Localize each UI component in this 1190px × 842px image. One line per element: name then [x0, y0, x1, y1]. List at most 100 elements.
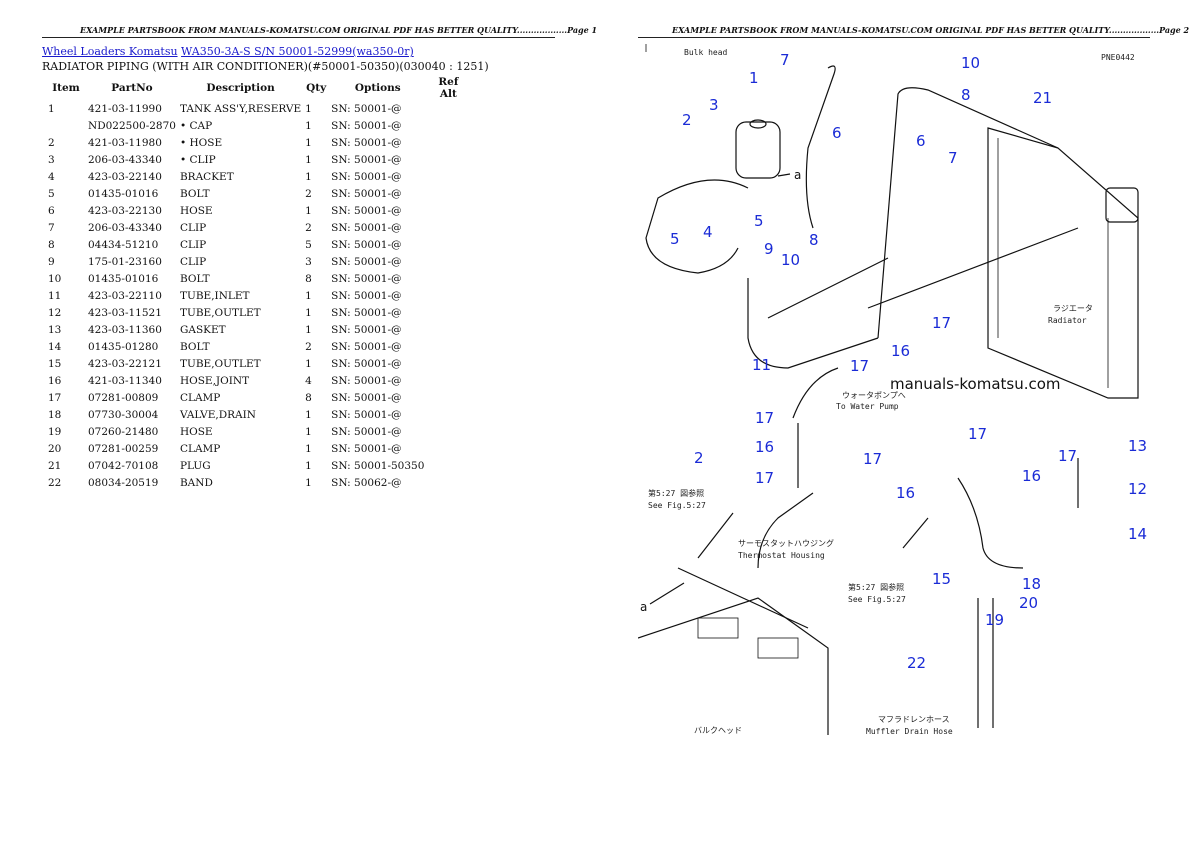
callout-6a: 6	[832, 124, 842, 142]
cell-description: HOSE,JOINT	[179, 374, 250, 387]
cell-item: 6	[48, 204, 55, 217]
cell-partno: 423-03-22140	[88, 170, 162, 183]
cell-ref-alt	[426, 117, 470, 134]
cell-qty: 1	[305, 476, 312, 489]
see-fig-label-en-2: See Fig.5:27	[848, 595, 906, 604]
cell-item: 21	[48, 459, 62, 472]
callout-16d: 16	[1022, 467, 1041, 485]
ref-a-bottom-arrow	[649, 582, 685, 605]
cell-item: 15	[48, 357, 62, 370]
cell-description: GASKET	[179, 323, 226, 336]
cell-item: 14	[48, 340, 62, 353]
cell-item: 9	[48, 255, 55, 268]
cell-partno: ND022500-2870	[88, 119, 176, 132]
thermostat-label-en: Thermostat Housing	[738, 551, 825, 560]
cell-options: SN: 50001-@	[331, 357, 402, 370]
cell-qty: 8	[305, 391, 312, 404]
cell-item: 7	[48, 221, 55, 234]
callout-2: 2	[682, 111, 692, 129]
radiator-label-en: Radiator	[1048, 316, 1087, 325]
cell-qty: 1	[305, 119, 312, 132]
cell-ref-alt	[426, 236, 470, 253]
thermostat-label-jp: サーモスタットハウジング	[738, 538, 834, 548]
callout-8b: 8	[961, 86, 971, 104]
cell-partno: 423-03-22110	[88, 289, 162, 302]
cell-ref-alt	[426, 287, 470, 304]
cell-options: SN: 50001-@	[331, 136, 402, 149]
callout-10b: 10	[961, 54, 980, 72]
cell-options: SN: 50001-@	[331, 289, 402, 302]
cell-qty: 1	[305, 442, 312, 455]
cell-qty: 4	[305, 374, 312, 387]
reserve-tank-drawing	[645, 65, 836, 274]
cell-ref-alt	[426, 151, 470, 168]
cell-ref-alt	[426, 355, 470, 372]
category-link[interactable]: Wheel Loaders Komatsu	[42, 45, 178, 58]
cell-item: 5	[48, 187, 55, 200]
bulkhead-label-jp: バルクヘッド	[694, 726, 742, 735]
ref-a-bottom: a	[640, 600, 647, 614]
cell-ref-alt	[426, 304, 470, 321]
cell-ref-alt	[426, 372, 470, 389]
cell-description: TUBE,INLET	[179, 289, 250, 302]
cell-item: 17	[48, 391, 62, 404]
watermark: manuals-komatsu.com	[890, 375, 1061, 393]
cell-item: 2	[48, 136, 55, 149]
cell-partno: 04434-51210	[88, 238, 159, 251]
cell-description: CLIP	[179, 238, 207, 251]
callout-17b: 17	[850, 357, 869, 375]
cell-qty: 1	[305, 357, 312, 370]
cell-partno: 07281-00809	[88, 391, 159, 404]
cell-item: 12	[48, 306, 62, 319]
cell-ref-alt	[426, 440, 470, 457]
callout-18: 18	[1022, 575, 1041, 593]
cell-ref-alt	[426, 168, 470, 185]
diagram-code: PNE0442	[1101, 53, 1135, 62]
ref-a-top: a	[794, 168, 801, 182]
cell-partno: 421-03-11980	[88, 136, 162, 149]
water-pump-label-jp: ウォータポンプへ	[842, 391, 906, 400]
column-header-ref-alt: Ref Alt	[438, 76, 459, 100]
cell-qty: 8	[305, 272, 312, 285]
cell-partno: 423-03-11360	[88, 323, 162, 336]
column-header-description: Description	[206, 82, 275, 94]
cell-options: SN: 50001-@	[331, 374, 402, 387]
cell-description: HOSE	[179, 425, 213, 438]
cell-partno: 01435-01016	[88, 187, 159, 200]
cell-description: TUBE,OUTLET	[179, 306, 261, 319]
cell-partno: 07730-30004	[88, 408, 159, 421]
cell-description: BOLT	[179, 340, 210, 353]
cell-ref-alt	[426, 219, 470, 236]
model-link[interactable]: WA350-3A-S S/N 50001-52999(wa350-0r)	[181, 45, 414, 58]
cell-description: VALVE,DRAIN	[179, 408, 256, 421]
cell-options: SN: 50001-@	[331, 153, 402, 166]
cell-item: 11	[48, 289, 62, 302]
cell-partno: 421-03-11340	[88, 374, 162, 387]
cell-description: TUBE,OUTLET	[179, 357, 261, 370]
cell-ref-alt	[426, 134, 470, 151]
callout-22: 22	[907, 654, 926, 672]
callout-7a: 7	[780, 51, 790, 69]
callout-16c: 16	[896, 484, 915, 502]
cell-description: • CLIP	[179, 153, 216, 166]
callout-13: 13	[1128, 437, 1147, 455]
cell-ref-alt	[426, 423, 470, 440]
cell-item: 10	[48, 272, 62, 285]
callout-2b: 2	[694, 449, 704, 467]
cell-partno: 01435-01016	[88, 272, 159, 285]
callout-12: 12	[1128, 480, 1147, 498]
callout-8a: 8	[809, 231, 819, 249]
callout-17g: 17	[1058, 447, 1077, 465]
callout-1: 1	[749, 69, 759, 87]
cell-qty: 2	[305, 187, 312, 200]
cell-ref-alt	[426, 338, 470, 355]
cell-partno: 206-03-43340	[88, 221, 162, 234]
